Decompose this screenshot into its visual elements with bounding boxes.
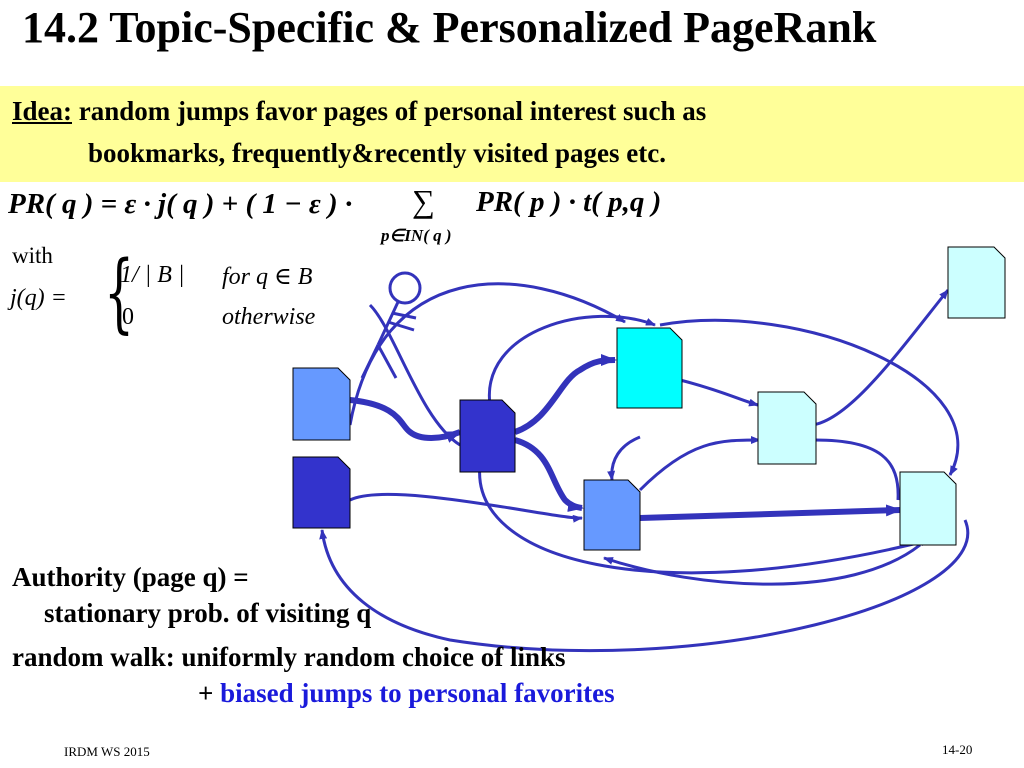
idea-text-1: random jumps favor pages of personal int… (72, 96, 707, 126)
edge (319, 519, 970, 653)
case2-condition: otherwise (222, 304, 316, 330)
page-document-icon (583, 479, 641, 551)
edge (811, 289, 950, 427)
summation-subscript: p∈IN( q ) (381, 226, 452, 245)
page-document-icon (899, 471, 957, 546)
jump-function-lhs: j(q) = (10, 285, 67, 311)
plus-sign: + (198, 678, 221, 708)
authority-line-1: Authority (page q) = (12, 562, 249, 592)
page-document-icon (757, 391, 817, 465)
graph-edges-bold (349, 354, 902, 521)
stick-figure-icon (360, 271, 422, 379)
edge (603, 543, 921, 586)
edge (607, 435, 641, 481)
pagerank-formula-right: PR( p ) · t( p,q ) (476, 186, 662, 218)
case1-condition: for q ∈ B (222, 264, 313, 290)
with-label: with (12, 243, 53, 268)
edge (478, 464, 931, 575)
edge-bold (513, 354, 617, 435)
slide-title: 14.2 Topic-Specific & Personalized PageR… (22, 3, 877, 52)
edge (814, 438, 900, 501)
edge-bold (514, 437, 584, 512)
random-walk-line-1: random walk: uniformly random choice of … (12, 642, 566, 672)
idea-line-2: bookmarks, frequently&recently visited p… (88, 138, 666, 168)
edge (659, 318, 960, 476)
cases-brace: { (104, 243, 135, 343)
graph-pages (292, 246, 1006, 551)
random-walk-line-2: + biased jumps to personal favorites (198, 678, 615, 709)
page-document-icon (292, 367, 351, 441)
page-document-icon (459, 399, 516, 473)
footer-course: IRDM WS 2015 (64, 744, 150, 759)
edge-bold (349, 397, 462, 443)
authority-line-2: stationary prob. of visiting q (44, 598, 372, 628)
idea-line-1: Idea: random jumps favor pages of person… (12, 96, 706, 127)
page-document-icon (292, 456, 351, 529)
edge (679, 378, 759, 407)
biased-jumps-text: biased jumps to personal favorites (220, 678, 615, 708)
idea-label: Idea: (12, 96, 72, 126)
page-document-icon (616, 327, 683, 409)
idea-highlight-box (0, 86, 1024, 182)
footer-page-number: 14-20 (942, 742, 973, 757)
edge (487, 314, 656, 406)
graph-edges (319, 282, 970, 653)
edge (368, 303, 461, 447)
case2-value: 0 (122, 304, 134, 330)
edge (638, 436, 761, 492)
case1-value: 1/ | B | (120, 262, 185, 288)
page-document-icon (947, 246, 1006, 319)
summation-symbol: ∑ (412, 183, 435, 219)
edge (349, 492, 583, 523)
pagerank-formula-left: PR( q ) = ε · j( q ) + ( 1 − ε ) · (8, 188, 353, 220)
edge-bold (639, 504, 902, 521)
